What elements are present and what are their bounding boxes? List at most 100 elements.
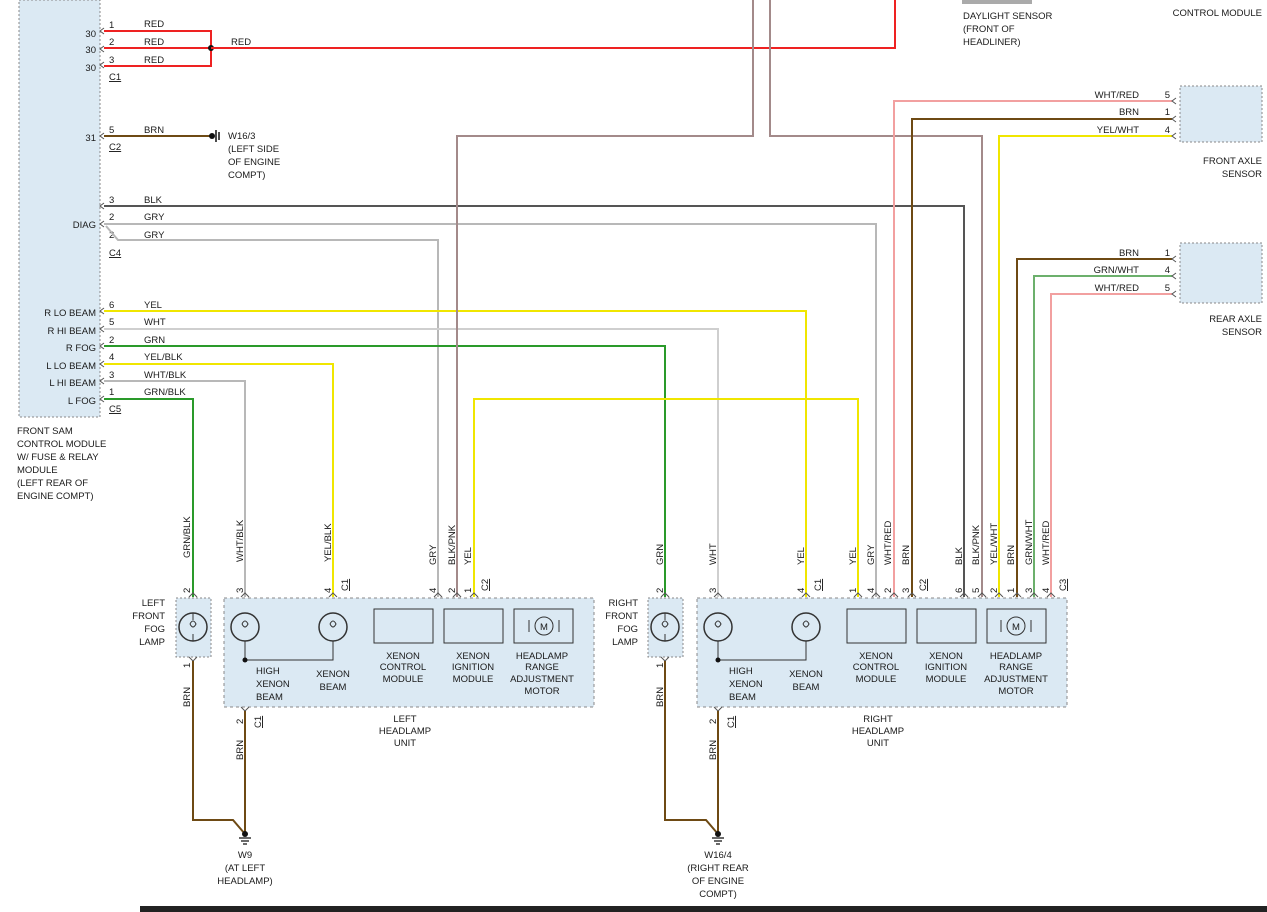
rear-axle-wire-2: GRN/WHT — [1094, 265, 1140, 276]
left-motor-glyph: M — [540, 622, 548, 633]
c4-pin-2b: 2 — [109, 230, 114, 241]
c5-pin-5: 5 — [109, 317, 114, 328]
c5-pin-6: 6 — [109, 300, 114, 311]
term-31: 31 — [85, 133, 96, 144]
left-bottom-conn: C1 — [253, 716, 264, 728]
horizontal-scrollbar[interactable] — [140, 906, 1267, 912]
right-pin-9: 2 — [989, 588, 1000, 593]
front-sam-label-4: MODULE — [17, 465, 58, 476]
left-bottom-wire: BRN — [235, 740, 246, 760]
ground-w16-4-1: W16/4 — [704, 850, 731, 861]
term-diag: DIAG — [73, 220, 96, 231]
right-pin-2: 4 — [796, 588, 807, 593]
left-ctrl-2: CONTROL — [380, 662, 426, 673]
right-title-1: RIGHT — [863, 714, 893, 725]
wire-red-1: RED — [144, 19, 164, 30]
left-fog-lamp: LEFT FRONT FOG LAMP GRN/BLK 2 1 BRN — [132, 516, 212, 707]
right-wire-9: YEL/WHT — [989, 523, 1000, 565]
term-30-c: 30 — [85, 63, 96, 74]
right-fog-label-2: FRONT — [605, 611, 638, 622]
term-30-b: 30 — [85, 45, 96, 56]
ground-w16-4: W16/4 (RIGHT REAR OF ENGINE COMPT) — [664, 661, 749, 900]
rear-axle-pin-2: 4 — [1165, 265, 1170, 276]
right-high-2: XENON — [729, 679, 763, 690]
left-conn-c1: C1 — [340, 579, 351, 591]
right-low-1: XENON — [789, 669, 823, 680]
left-ign-3: MODULE — [453, 674, 494, 685]
left-fog-top-pin: 2 — [182, 588, 193, 593]
right-motor-1: HEADLAMP — [990, 651, 1042, 662]
long-wires — [456, 0, 1177, 597]
rear-axle-wire-3: WHT/RED — [1095, 283, 1139, 294]
c5-pin-1: 1 — [109, 387, 114, 398]
front-sam-label-2: CONTROL MODULE — [17, 439, 106, 450]
right-conn-c1: C1 — [813, 579, 824, 591]
light-switch-label: DAYLIGHT SENSOR (FRONT OF HEADLINER) — [962, 0, 1053, 48]
right-pin-3: 1 — [848, 588, 859, 593]
rear-axle-wire-1: BRN — [1119, 248, 1139, 259]
front-axle-connector: WHT/RED BRN YEL/WHT 5 1 4 — [1095, 90, 1170, 136]
right-fog-bottom-pin: 1 — [655, 663, 666, 668]
right-pin-10: 1 — [1006, 588, 1017, 593]
c5-pin-2: 2 — [109, 335, 114, 346]
c4-pin-2a: 2 — [109, 212, 114, 223]
rear-axle-label-1: REAR AXLE — [1209, 314, 1262, 325]
left-high-3: BEAM — [256, 692, 283, 703]
right-fog-label-3: FOG — [617, 624, 638, 635]
c1-pin-1: 1 — [109, 20, 114, 31]
right-fog-lamp: RIGHT FRONT FOG LAMP GRN 2 1 BRN — [605, 544, 684, 707]
left-ctrl-3: MODULE — [383, 674, 424, 685]
right-fog-bottom-wire: BRN — [655, 687, 666, 707]
right-wire-7: BLK — [954, 546, 965, 565]
right-high-3: BEAM — [729, 692, 756, 703]
left-pin-2: 4 — [323, 588, 334, 593]
wire-grn-blk: GRN/BLK — [144, 387, 186, 398]
right-ign-3: MODULE — [926, 674, 967, 685]
left-high-2: XENON — [256, 679, 290, 690]
front-axle-pin-1: 5 — [1165, 90, 1170, 101]
left-wire-3: GRY — [428, 544, 439, 565]
sam-connector-c1: 30 30 30 1 2 3 C1 RED RED RED RED — [85, 0, 896, 83]
rear-axle-pin-3: 5 — [1165, 283, 1170, 294]
left-title-1: LEFT — [393, 714, 416, 725]
right-pin-6: 3 — [901, 588, 912, 593]
wire-blk: BLK — [144, 195, 163, 206]
right-motor-2: RANGE — [999, 662, 1033, 673]
ground-w16-4-icon — [712, 837, 724, 845]
c4-label: C4 — [109, 248, 121, 259]
right-wire-6: BRN — [901, 545, 912, 565]
front-sam-label-3: W/ FUSE & RELAY — [17, 452, 99, 463]
light-switch-label-3: HEADLINER) — [963, 37, 1021, 48]
term-l-fog: L FOG — [68, 396, 96, 407]
c1-label: C1 — [109, 72, 121, 83]
left-xenon-control-box — [373, 608, 434, 644]
right-low-2: BEAM — [793, 682, 820, 693]
right-wire-8: BLK/PNK — [971, 524, 982, 565]
left-wire-2: YEL/BLK — [323, 523, 334, 562]
left-fog-label-4: LAMP — [139, 637, 165, 648]
right-fog-label-4: LAMP — [612, 637, 638, 648]
left-ctrl-1: XENON — [386, 651, 420, 662]
left-motor-4: MOTOR — [524, 686, 559, 697]
rear-axle-sensor: REAR AXLE SENSOR — [1179, 242, 1263, 338]
term-r-hi-beam: R HI BEAM — [47, 326, 96, 337]
ground-w9-3: HEADLAMP) — [217, 876, 272, 887]
top-control-module-label: CONTROL MODULE — [1173, 8, 1262, 19]
rear-axle-connector: BRN GRN/WHT WHT/RED 1 4 5 — [1094, 248, 1170, 294]
left-fog-bottom-pin: 1 — [182, 663, 193, 668]
left-motor-2: RANGE — [525, 662, 559, 673]
right-bottom-wire: BRN — [708, 740, 719, 760]
left-pin-5: 1 — [463, 588, 474, 593]
front-axle-wire-3: YEL/WHT — [1097, 125, 1139, 136]
right-pin-4: 4 — [866, 588, 877, 593]
right-ign-1: XENON — [929, 651, 963, 662]
wire-red-out: RED — [231, 37, 251, 48]
c4-pin-3: 3 — [109, 195, 114, 206]
right-bottom-conn: C1 — [726, 716, 737, 728]
wire-grn: GRN — [144, 335, 165, 346]
right-motor-4: MOTOR — [998, 686, 1033, 697]
front-axle-label-2: SENSOR — [1222, 169, 1262, 180]
wire-wht-blk: WHT/BLK — [144, 370, 187, 381]
front-axle-label-1: FRONT AXLE — [1203, 156, 1262, 167]
left-pin-1: 3 — [235, 588, 246, 593]
